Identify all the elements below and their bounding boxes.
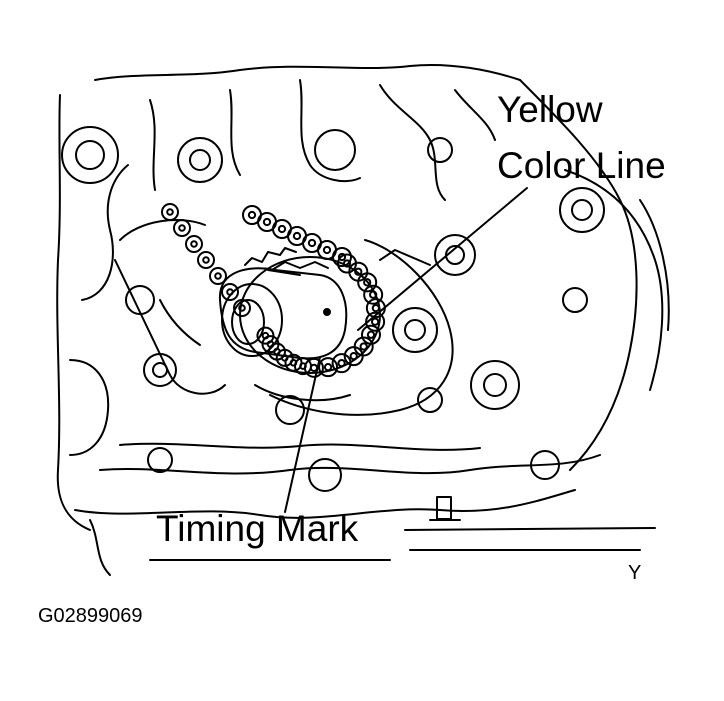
chain-link bbox=[357, 272, 378, 293]
chain-pin bbox=[214, 272, 222, 280]
stud bbox=[429, 496, 461, 521]
chain-pin bbox=[359, 342, 368, 351]
chain-pin bbox=[322, 245, 332, 255]
callout-yellow-color-line-line2: Color Line bbox=[497, 145, 666, 186]
bolt-bosses bbox=[61, 126, 605, 492]
chain-link bbox=[161, 203, 179, 221]
engine-block-outline bbox=[56, 63, 670, 576]
chain-pin bbox=[202, 256, 210, 264]
chain-link bbox=[185, 235, 203, 253]
chain-pin bbox=[247, 210, 257, 220]
chain-link bbox=[318, 357, 339, 378]
chain-pin bbox=[366, 330, 376, 339]
figure-id: G02899069 bbox=[38, 605, 143, 627]
chain-pin bbox=[166, 208, 174, 216]
sprocket bbox=[239, 247, 381, 374]
chain-pin bbox=[292, 231, 302, 241]
callout-yellow-color-line-line1: Yellow bbox=[497, 89, 603, 130]
chain-link bbox=[332, 247, 352, 267]
chain-pin bbox=[337, 252, 347, 262]
chain-pin bbox=[238, 304, 246, 312]
pump-housing bbox=[114, 219, 454, 416]
leader-lines bbox=[284, 187, 528, 513]
chain-link bbox=[343, 346, 364, 367]
chain-link bbox=[365, 311, 386, 332]
chain-link bbox=[173, 219, 191, 237]
chain-link bbox=[256, 326, 275, 345]
chain-pin bbox=[370, 317, 380, 326]
shaft bbox=[218, 267, 348, 360]
chain-pin bbox=[277, 224, 287, 234]
chain-link bbox=[209, 267, 227, 285]
chain-pin bbox=[261, 331, 270, 340]
timing-mark-dot bbox=[323, 308, 331, 316]
chain-pin bbox=[371, 303, 381, 313]
chain-link bbox=[221, 283, 239, 301]
timing-chain bbox=[161, 203, 386, 378]
chain-link bbox=[303, 357, 324, 378]
chain-left-strand bbox=[161, 203, 251, 317]
chain-pin bbox=[190, 240, 198, 248]
view-letter: Y bbox=[628, 562, 642, 584]
chain-top-strand bbox=[242, 205, 352, 267]
chain-pin bbox=[307, 238, 317, 248]
chain-pin bbox=[363, 278, 372, 287]
chain-pin bbox=[178, 224, 186, 232]
chain-around-gear bbox=[256, 253, 386, 378]
callout-timing-mark: Timing Mark bbox=[156, 508, 359, 549]
chain-link bbox=[197, 251, 215, 269]
chain-link bbox=[363, 284, 384, 305]
chain-pin bbox=[262, 217, 272, 227]
chain-pin bbox=[323, 362, 333, 372]
